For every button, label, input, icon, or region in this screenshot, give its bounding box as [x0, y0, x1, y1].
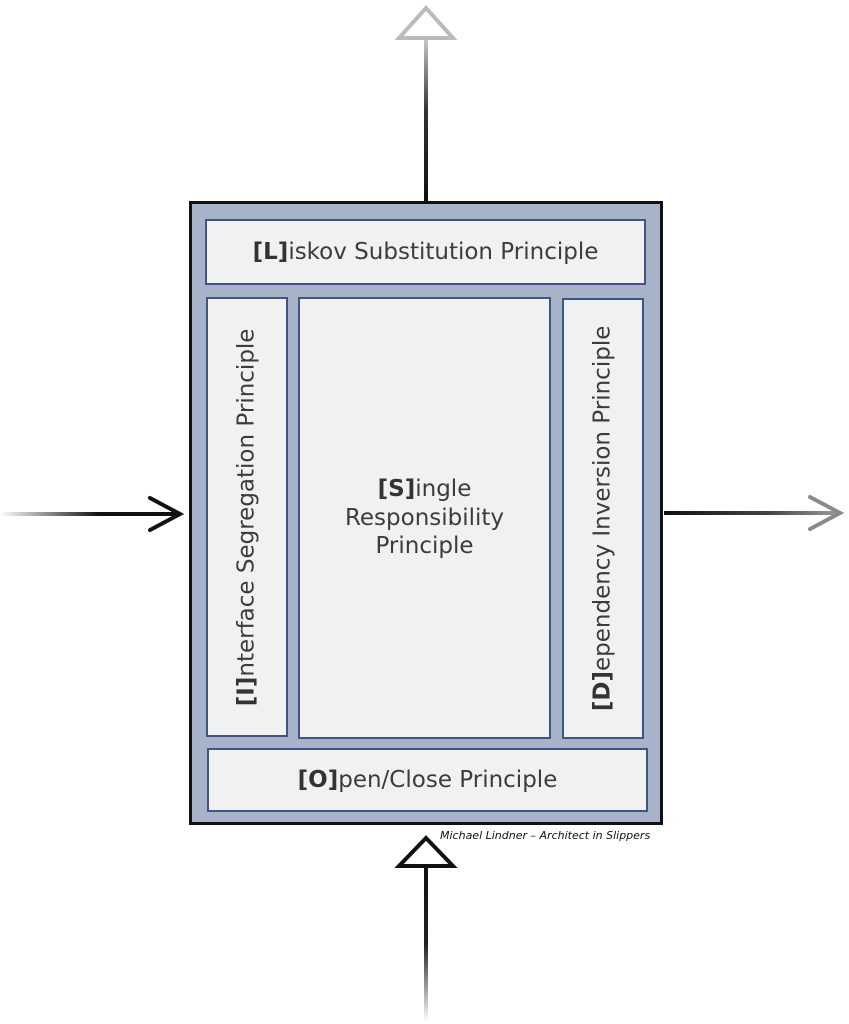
interface-letter: [I] — [233, 676, 260, 706]
single-line-3: Principle — [375, 533, 474, 560]
open-close-panel: [O]pen/Close Principle — [207, 748, 648, 812]
output-arrow-right — [664, 495, 845, 531]
dependency-label: [D]ependency Inversion Principle — [589, 326, 618, 711]
open-close-label: [O]pen/Close Principle — [298, 766, 558, 795]
single-line-1: [S]ingle — [378, 476, 472, 502]
dependency-letter: [D] — [589, 671, 616, 712]
interface-label: [I]nterface Segregation Principle — [233, 328, 262, 706]
liskov-label: [L]iskov Substitution Principle — [253, 238, 599, 267]
single-responsibility-panel: [S]ingle Responsibility Principle — [298, 297, 551, 739]
open-text: pen/Close Principle — [338, 766, 558, 793]
author-credit: Michael Lindner – Architect in Slippers — [440, 829, 651, 842]
single-text: ingle — [415, 475, 472, 502]
dependency-inversion-panel: [D]ependency Inversion Principle — [562, 298, 644, 739]
dependency-text: ependency Inversion Principle — [589, 325, 616, 672]
single-line-2: Responsibility — [344, 504, 505, 531]
input-arrow-left — [0, 496, 185, 532]
interface-text: nterface Segregation Principle — [233, 328, 260, 677]
liskov-letter: [L] — [252, 238, 289, 265]
open-letter: [O] — [297, 766, 339, 793]
output-arrow-top — [394, 5, 458, 201]
interface-segregation-panel: [I]nterface Segregation Principle — [206, 297, 288, 737]
single-responsibility-label: [S]ingle Responsibility Principle — [325, 475, 525, 561]
single-letter: [S] — [377, 475, 416, 502]
liskov-substitution-panel: [L]iskov Substitution Principle — [205, 219, 646, 285]
input-arrow-bottom — [394, 835, 458, 1022]
liskov-text: iskov Substitution Principle — [288, 238, 599, 265]
